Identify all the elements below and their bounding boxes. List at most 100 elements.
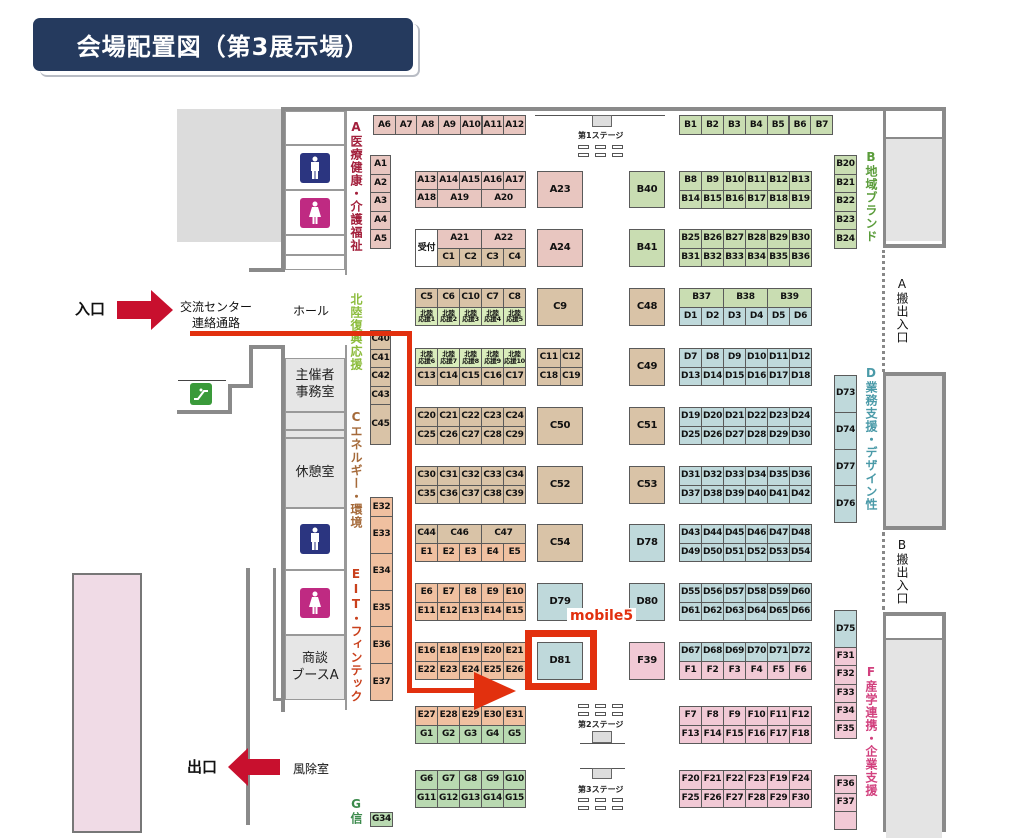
- booth: A22: [481, 229, 526, 249]
- booth: D66: [789, 601, 812, 621]
- booth: A11: [481, 115, 505, 135]
- hall-label: ホール: [293, 304, 330, 318]
- booth: F26: [701, 788, 724, 808]
- booth: D48: [789, 524, 812, 544]
- booth: F5: [767, 660, 790, 680]
- category-label-g: G信: [349, 797, 363, 825]
- booth: C1: [437, 247, 460, 267]
- booth: E4: [481, 542, 504, 562]
- booth: A6: [373, 115, 396, 135]
- booth: C19: [559, 366, 583, 386]
- booth: C51: [629, 407, 665, 445]
- booth: F16: [745, 724, 768, 744]
- booth: E27: [415, 706, 438, 726]
- booth: C36: [437, 484, 460, 504]
- booth: C4: [503, 247, 526, 267]
- booth: C10: [459, 288, 482, 308]
- booth: 北陸 応援6: [415, 348, 438, 368]
- booth: F9: [723, 706, 746, 726]
- booth: E15: [503, 601, 526, 621]
- adjacent-building: [72, 573, 142, 833]
- booth: B15: [701, 189, 724, 209]
- booth: C39: [503, 484, 526, 504]
- loading-entrance-b-label: B搬出入口: [895, 538, 909, 605]
- booth: B30: [789, 229, 812, 249]
- booth: C49: [629, 348, 665, 386]
- booth: E35: [370, 589, 393, 628]
- booth: C14: [437, 366, 460, 386]
- corridor-label-2: 連絡通路: [192, 316, 241, 330]
- booth: B27: [723, 229, 746, 249]
- booth: D68: [701, 642, 724, 662]
- booth: E19: [459, 642, 482, 662]
- booth: C17: [503, 366, 526, 386]
- left-wall-upper: [281, 107, 285, 272]
- booth: F7: [679, 706, 702, 726]
- booth: E10: [503, 583, 526, 603]
- booth: C7: [481, 288, 504, 308]
- booth: C44: [415, 524, 438, 544]
- stage2-platform: [592, 731, 612, 743]
- booth: B17: [745, 189, 768, 209]
- booth: D8: [701, 348, 724, 368]
- booth: C20: [415, 407, 438, 427]
- womens-restroom: [285, 190, 345, 235]
- booth: F18: [789, 724, 812, 744]
- booth: D15: [723, 366, 746, 386]
- female-restroom-icon: [300, 197, 330, 228]
- booth: E21: [503, 642, 526, 662]
- booth: D38: [701, 484, 724, 504]
- wall-segment: [249, 268, 285, 272]
- title-shadow: [40, 24, 420, 77]
- booth: B21: [834, 173, 857, 194]
- booth: D34: [745, 466, 768, 486]
- female-restroom-icon: [300, 587, 330, 618]
- booth: G10: [503, 770, 526, 790]
- booth: C38: [481, 484, 504, 504]
- booth: E28: [437, 706, 460, 726]
- booth: C34: [503, 466, 526, 486]
- meeting-booth-label: 商談 ブースA: [291, 650, 339, 683]
- booth: B23: [834, 210, 857, 231]
- booth: B5: [766, 115, 790, 135]
- route-line: [407, 331, 412, 693]
- booth: D2: [701, 306, 724, 326]
- booth: D28: [745, 425, 768, 445]
- booth: F25: [679, 788, 702, 808]
- booth: F24: [789, 770, 812, 790]
- booth: G15: [503, 788, 526, 808]
- booth: A21: [437, 229, 482, 249]
- room-blank: [285, 412, 345, 430]
- booth: A3: [370, 192, 391, 212]
- booth: E37: [370, 663, 393, 701]
- booth: G9: [481, 770, 504, 790]
- booth: A24: [537, 229, 583, 267]
- booth: C48: [629, 288, 665, 326]
- booth: 北陸 応援5: [503, 306, 526, 326]
- stage3-platform: [592, 768, 612, 779]
- booth: D72: [789, 642, 812, 662]
- booth: D24: [789, 407, 812, 427]
- booth: C18: [537, 366, 561, 386]
- booth: B12: [767, 171, 790, 191]
- booth: D13: [679, 366, 702, 386]
- entrance-arrow-icon: [117, 290, 173, 330]
- booth: D70: [745, 642, 768, 662]
- stage2-label: 第2ステージ: [578, 720, 624, 729]
- booth: D46: [745, 524, 768, 544]
- booth: E18: [437, 642, 460, 662]
- wall-segment: [228, 384, 253, 388]
- booth: D55: [679, 583, 702, 603]
- booth: B38: [723, 288, 768, 308]
- loading-door-b: [882, 532, 885, 610]
- booth: A23: [537, 171, 583, 208]
- booth: F6: [789, 660, 812, 680]
- booth: D19: [679, 407, 702, 427]
- category-label-f: F産学連携・企業支援: [864, 665, 878, 797]
- booth: D22: [745, 407, 768, 427]
- booth: D77: [834, 448, 857, 487]
- booth: D73: [834, 375, 857, 413]
- booth: D81: [537, 642, 583, 680]
- booth: C32: [459, 466, 482, 486]
- booth: E11: [415, 601, 438, 621]
